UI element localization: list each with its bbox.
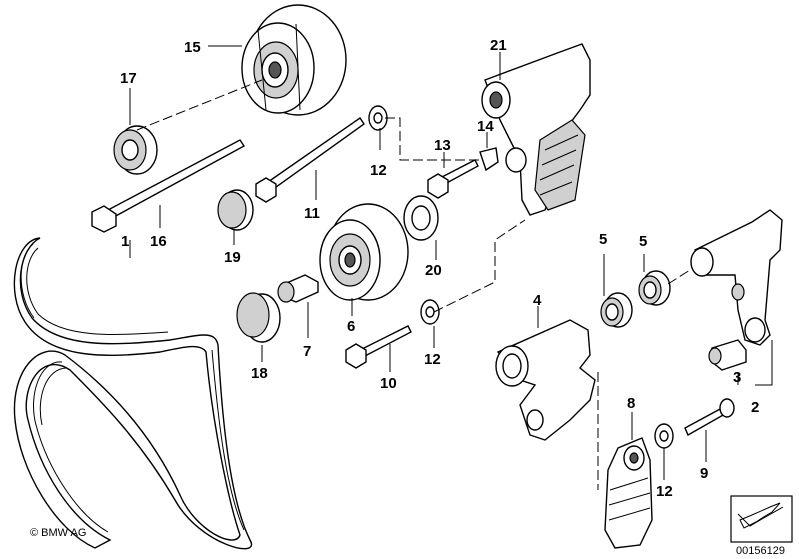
label-part-6: 6 xyxy=(347,318,355,335)
label-part-16: 16 xyxy=(150,233,167,250)
clip-14 xyxy=(479,147,499,172)
label-part-14: 14 xyxy=(477,118,494,135)
bracket-2 xyxy=(690,209,783,346)
dust-cap-18 xyxy=(236,292,281,343)
label-part-15: 15 xyxy=(184,39,201,56)
washer-20 xyxy=(403,195,439,241)
label-part-18: 18 xyxy=(251,365,268,382)
label-part-19: 19 xyxy=(224,249,241,266)
bolt-10 xyxy=(345,325,412,369)
idler-pulley-large xyxy=(241,4,347,116)
label-part-13: 13 xyxy=(434,137,451,154)
label-part-3: 3 xyxy=(733,369,741,386)
label-part-12-bottom: 12 xyxy=(656,483,673,500)
label-part-12-top: 12 xyxy=(370,162,387,179)
label-part-21: 21 xyxy=(490,37,507,54)
bolt-13 xyxy=(427,159,479,199)
washer-12-top xyxy=(368,105,388,131)
arrow-icon xyxy=(730,495,793,543)
washer-12-mid xyxy=(420,299,440,325)
bolt-11 xyxy=(255,117,365,203)
document-id: 00156129 xyxy=(736,545,785,557)
idler-pulley-6 xyxy=(319,203,409,301)
bearing-5b xyxy=(638,270,671,306)
bolt-9 xyxy=(684,398,735,436)
dust-cap-17 xyxy=(113,125,158,175)
dust-cap-19 xyxy=(217,189,254,231)
washer-12-bottom xyxy=(654,423,674,449)
label-part-10: 10 xyxy=(380,375,397,392)
bushing-3 xyxy=(708,339,747,371)
label-part-7: 7 xyxy=(303,343,311,360)
bushing-7 xyxy=(277,274,319,303)
label-part-11: 11 xyxy=(304,205,320,222)
label-part-5a: 5 xyxy=(599,231,607,248)
label-part-12-mid: 12 xyxy=(424,351,441,368)
label-part-5b: 5 xyxy=(639,233,647,250)
label-part-9: 9 xyxy=(700,465,708,482)
label-part-8: 8 xyxy=(627,395,635,412)
label-part-2: 2 xyxy=(751,399,759,416)
label-part-20: 20 xyxy=(425,262,442,279)
bolt-16 xyxy=(91,139,246,233)
copyright-text: © BMW AG xyxy=(30,527,86,539)
damper-8 xyxy=(604,437,653,549)
drive-belt xyxy=(13,237,253,550)
label-part-17: 17 xyxy=(120,70,137,87)
leader-lines xyxy=(129,45,773,490)
tensioner-arm-4 xyxy=(495,319,596,441)
label-part-1: 1 xyxy=(121,233,129,250)
bearing-5a xyxy=(600,292,633,328)
label-part-4: 4 xyxy=(533,292,542,309)
tensioner-21 xyxy=(481,43,591,216)
